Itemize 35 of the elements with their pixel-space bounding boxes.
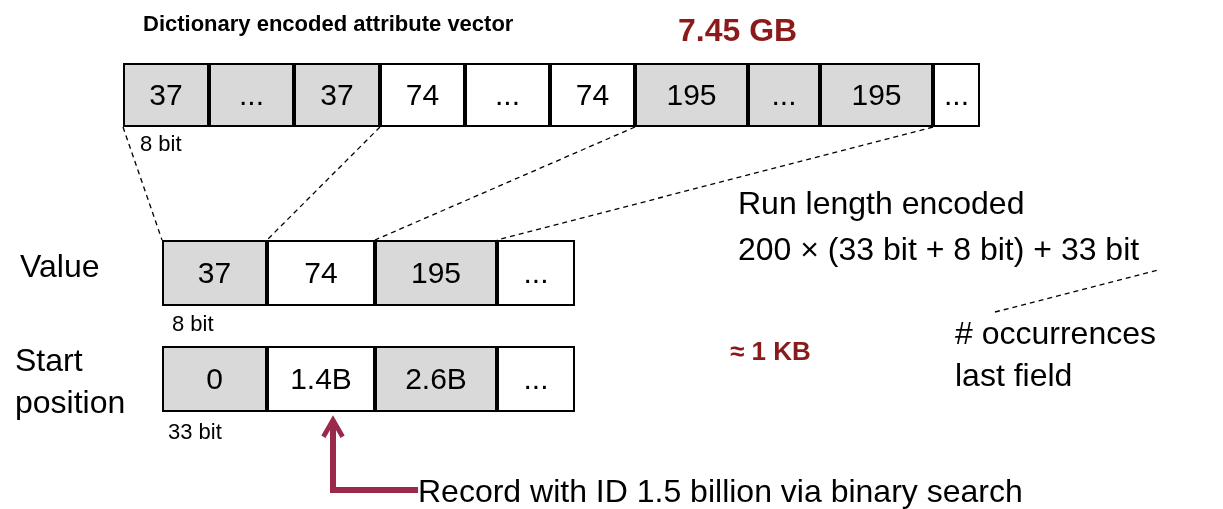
vector-cell: ...	[748, 63, 820, 127]
vector-cell: 195	[635, 63, 748, 127]
size-value: 7.45 GB	[678, 11, 798, 50]
vector-cell: 37	[294, 63, 380, 127]
position-cell: 1.4B	[267, 346, 375, 412]
encoding-label: Run length encoded	[738, 184, 1025, 223]
value-cell: 74	[267, 240, 375, 306]
bit-width-text: 8 bit	[140, 130, 182, 158]
vector-cell: 74	[380, 63, 465, 127]
vector-cell: ...	[933, 63, 980, 127]
dashed-connector	[994, 269, 1159, 313]
vector-cell: 74	[550, 63, 635, 127]
row-heading: Value	[20, 247, 100, 286]
value-cell: 37	[162, 240, 267, 306]
note-text: # occurrences last field	[955, 312, 1185, 396]
vector-title: Dictionary encoded attribute vector	[143, 10, 514, 38]
bit-width-text: 33 bit	[168, 418, 222, 446]
arrow	[321, 417, 418, 493]
vector-cell: ...	[465, 63, 550, 127]
annotation-text: Record with ID 1.5 billion via binary search	[418, 470, 1178, 509]
size-value: ≈ 1 KB	[730, 335, 811, 368]
dashed-connector	[266, 126, 381, 241]
value-cell: 195	[375, 240, 497, 306]
dashed-connector	[374, 126, 636, 241]
vector-cell: 195	[820, 63, 933, 127]
formula-text: 200 × (33 bit + 8 bit) + 33 bit	[738, 228, 1218, 270]
vector-cell: ...	[209, 63, 294, 127]
position-cell: 2.6B	[375, 346, 497, 412]
bit-width-text: 8 bit	[172, 310, 214, 338]
position-cell: ...	[497, 346, 575, 412]
value-cell: ...	[497, 240, 575, 306]
dashed-connector	[122, 126, 163, 241]
position-cell: 0	[162, 346, 267, 412]
vector-cell: 37	[123, 63, 209, 127]
row-heading: Start position	[15, 341, 127, 422]
